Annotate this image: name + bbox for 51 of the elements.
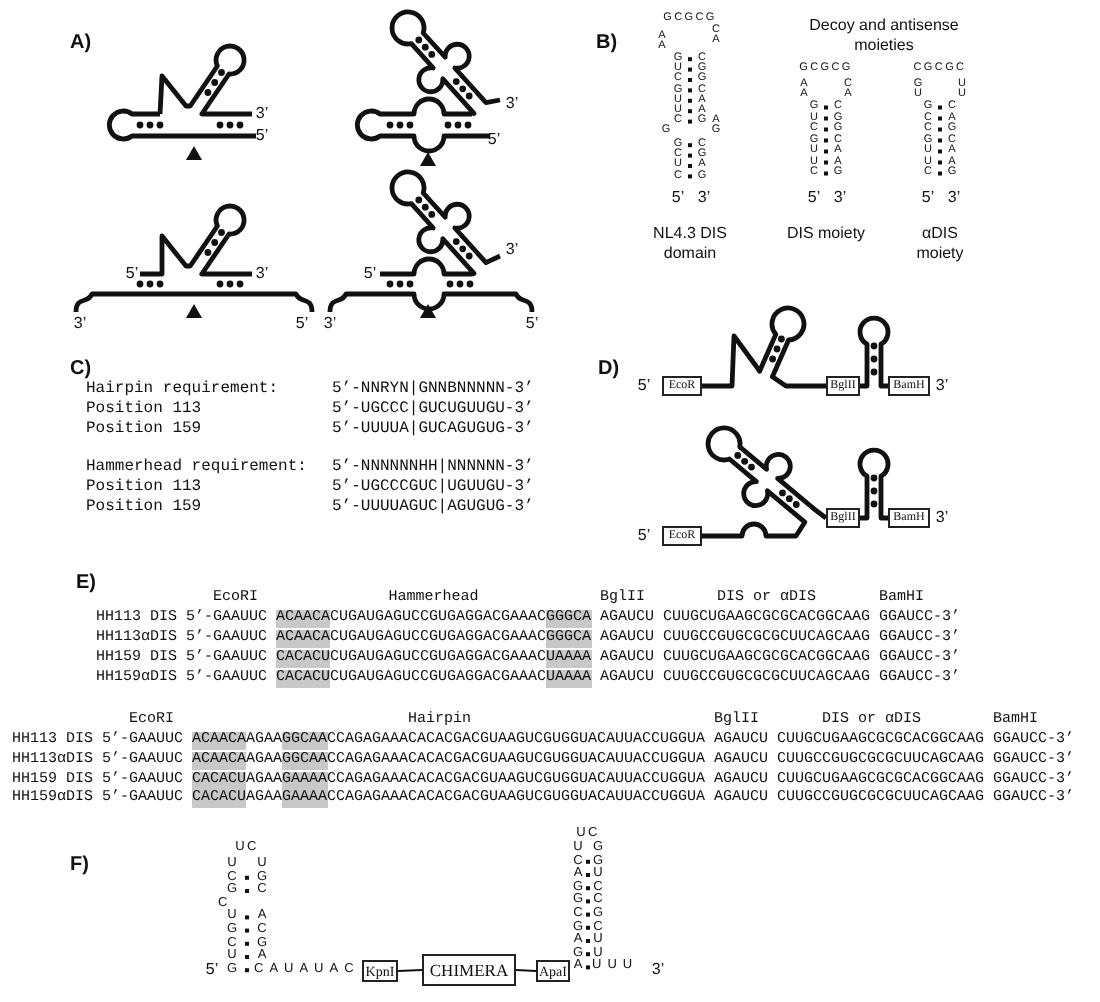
panel-label: D) xyxy=(598,360,620,380)
strand-end-label: 5’ xyxy=(363,266,377,282)
strand-end-label: 5’ xyxy=(637,378,651,394)
sequence-text: 5’-UGCCC|GUCUGUUGU-3’ xyxy=(332,402,534,418)
panel-label: B) xyxy=(596,34,618,54)
requirement-label: Position 159 xyxy=(86,500,202,516)
strand-line xyxy=(397,969,423,972)
strand-end-label: 3’ xyxy=(935,378,949,394)
strand-line xyxy=(702,425,828,539)
strand-end-label: 5’ xyxy=(295,316,309,332)
strand-end-label: 3’ xyxy=(935,510,949,526)
panel-label: F) xyxy=(70,856,89,876)
sequence-text: 5’-UGCCCGUC|UGUUGU-3’ xyxy=(332,480,534,496)
strand-end-label: 3’ xyxy=(505,242,519,258)
requirement-label: Position 113 xyxy=(86,480,202,496)
strand-end-label: 5’ xyxy=(807,190,821,206)
requirement-label: Hammerhead requirement: xyxy=(86,460,307,476)
strand-end-label: 5’ xyxy=(255,128,269,144)
caption: Decoy and antisense moieties xyxy=(807,16,961,56)
strand-line xyxy=(515,969,537,972)
strand-end-label: 5’ xyxy=(205,962,219,978)
strand-end-label: 3’ xyxy=(505,96,519,112)
strand-line xyxy=(857,315,891,389)
strand-end-label: 5’ xyxy=(525,316,539,332)
caption: αDIS moiety xyxy=(914,224,966,264)
strand-end-label: 3’ xyxy=(833,190,847,206)
restriction-site-box: CHIMERA xyxy=(422,954,516,986)
strand-end-label: 3’ xyxy=(947,190,961,206)
sequence-text: 5’-NNRYN|GNNBNNNNN-3’ xyxy=(332,382,534,398)
strand-end-label: 3’ xyxy=(73,316,87,332)
caption: NL4.3 DIS domain xyxy=(651,224,729,264)
sequence-text: 5’-UUUUA|GUCAGUGUG-3’ xyxy=(332,422,534,438)
strand-end-label: 5’ xyxy=(671,190,685,206)
panel-label: C) xyxy=(70,360,92,380)
strand-end-label: 3’ xyxy=(255,266,269,282)
strand-end-label: 3’ xyxy=(651,962,665,978)
strand-end-label: 5’ xyxy=(921,190,935,206)
strand-end-label: 5’ xyxy=(637,528,651,544)
sequence-text: 5’-NNNNNNHH|NNNNNN-3’ xyxy=(332,460,534,476)
strand-end-label: 3’ xyxy=(255,106,269,122)
sequence-text: 5’-UUUUAGUC|AGUGUG-3’ xyxy=(332,500,534,516)
strand-end-label: 3’ xyxy=(323,316,337,332)
requirement-label: Hairpin requirement: xyxy=(86,382,279,398)
requirement-label: Position 113 xyxy=(86,402,202,418)
strand-end-label: 3’ xyxy=(697,190,711,206)
requirement-label: Position 159 xyxy=(86,422,202,438)
strand-end-label: 5’ xyxy=(125,266,139,282)
caption: DIS moiety xyxy=(786,224,866,244)
panel-label: A) xyxy=(70,34,92,54)
strand-line xyxy=(857,447,891,521)
panel-label: E) xyxy=(76,574,96,594)
